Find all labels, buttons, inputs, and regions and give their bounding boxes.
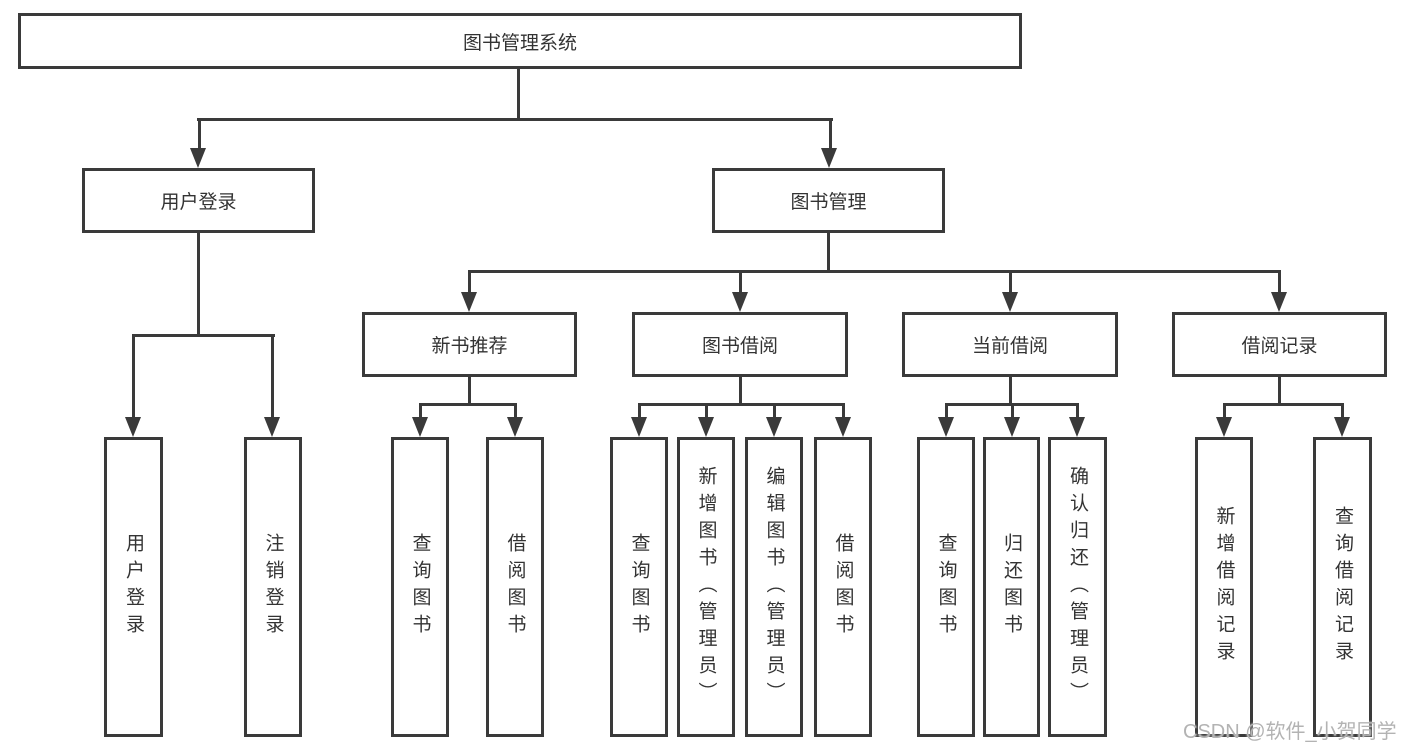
connector-line <box>827 233 830 273</box>
arrow-down-icon <box>190 148 206 168</box>
leaf-logout: 注销登录 <box>244 437 302 737</box>
leaf-label: 确认归还（管理员） <box>1067 465 1088 709</box>
csdn-watermark: CSDN @软件_小贺同学 <box>1183 721 1397 743</box>
leaf-borrow-books: 借阅图书 <box>814 437 872 737</box>
leaf-label: 注销登录 <box>262 533 284 641</box>
leaf-query-books-current: 查询图书 <box>917 437 975 737</box>
arrow-down-icon <box>938 417 954 437</box>
connector-line <box>468 270 471 296</box>
node-current-borrowing: 当前借阅 <box>902 312 1118 377</box>
leaf-label: 借阅图书 <box>504 533 526 641</box>
arrow-down-icon <box>1004 417 1020 437</box>
arrow-down-icon <box>1069 417 1085 437</box>
arrow-down-icon <box>1216 417 1232 437</box>
node-new-book-recommendation: 新书推荐 <box>362 312 577 377</box>
connector-line <box>1076 403 1079 421</box>
connector-line <box>468 270 1281 273</box>
connector-line <box>1009 270 1012 296</box>
arrow-down-icon <box>1271 292 1287 312</box>
arrow-down-icon <box>821 148 837 168</box>
connector-line <box>638 403 641 421</box>
connector-line <box>1011 403 1014 421</box>
connector-line <box>705 403 708 421</box>
connector-line <box>198 118 201 152</box>
connector-line <box>1009 377 1012 406</box>
leaf-edit-books-admin: 编辑图书（管理员） <box>745 437 803 737</box>
leaf-return-books: 归还图书 <box>983 437 1040 737</box>
node-book-management-branch: 图书管理 <box>712 168 945 233</box>
arrow-down-icon <box>766 417 782 437</box>
arrow-down-icon <box>631 417 647 437</box>
connector-line <box>514 403 517 421</box>
leaf-label: 归还图书 <box>1001 533 1022 641</box>
connector-line <box>132 334 275 337</box>
connector-line <box>197 233 200 336</box>
connector-line <box>1278 270 1281 296</box>
connector-line <box>739 377 742 406</box>
arrow-down-icon <box>125 417 141 437</box>
leaf-label: 新增图书（管理员） <box>695 465 717 709</box>
node-library-management-system: 图书管理系统 <box>18 13 1022 69</box>
connector-line <box>517 68 520 121</box>
node-label: 图书管理系统 <box>462 32 577 54</box>
leaf-add-borrow-record: 新增借阅记录 <box>1195 437 1253 737</box>
connector-line <box>945 403 948 421</box>
node-label: 当前借阅 <box>971 336 1048 357</box>
node-user-login-branch: 用户登录 <box>82 168 315 233</box>
node-label: 借阅记录 <box>1241 336 1318 357</box>
leaf-label: 编辑图书（管理员） <box>763 465 785 709</box>
connector-line <box>1341 403 1344 421</box>
arrow-down-icon <box>698 417 714 437</box>
arrow-down-icon <box>461 292 477 312</box>
connector-line <box>739 270 742 296</box>
connector-line <box>638 403 844 406</box>
connector-line <box>419 403 517 406</box>
leaf-label: 借阅图书 <box>832 533 854 641</box>
leaf-label: 查询图书 <box>935 533 957 641</box>
leaf-query-books-recommend: 查询图书 <box>391 437 449 737</box>
connector-line <box>1223 403 1344 406</box>
arrow-down-icon <box>1002 292 1018 312</box>
leaf-label: 新增借阅记录 <box>1213 506 1235 668</box>
connector-line <box>829 118 832 152</box>
connector-line <box>271 334 274 420</box>
node-label: 图书管理 <box>790 192 867 213</box>
node-label: 新书推荐 <box>431 336 508 357</box>
node-label: 图书借阅 <box>701 336 778 357</box>
connector-line <box>842 403 845 421</box>
connector-line <box>1278 377 1281 406</box>
connector-line <box>773 403 776 421</box>
connector-line <box>419 403 422 421</box>
leaf-borrow-books-recommend: 借阅图书 <box>486 437 544 737</box>
leaf-user-login: 用户登录 <box>104 437 163 737</box>
leaf-query-borrow-record: 查询借阅记录 <box>1313 437 1372 737</box>
arrow-down-icon <box>1334 417 1350 437</box>
arrow-down-icon <box>507 417 523 437</box>
leaf-label: 查询借阅记录 <box>1332 506 1353 668</box>
leaf-confirm-return-admin: 确认归还（管理员） <box>1048 437 1107 737</box>
leaf-label: 查询图书 <box>628 533 650 641</box>
connector-line <box>468 377 471 406</box>
connector-line <box>197 118 833 121</box>
connector-line <box>1223 403 1226 421</box>
leaf-query-books-borrowing: 查询图书 <box>610 437 668 737</box>
node-book-borrowing: 图书借阅 <box>632 312 848 377</box>
leaf-label: 查询图书 <box>409 533 431 641</box>
arrow-down-icon <box>264 417 280 437</box>
node-label: 用户登录 <box>160 192 237 213</box>
arrow-down-icon <box>732 292 748 312</box>
arrow-down-icon <box>412 417 428 437</box>
node-borrowing-records: 借阅记录 <box>1172 312 1387 377</box>
arrow-down-icon <box>835 417 851 437</box>
connector-line <box>132 334 135 420</box>
leaf-add-books-admin: 新增图书（管理员） <box>677 437 735 737</box>
leaf-label: 用户登录 <box>123 533 144 641</box>
